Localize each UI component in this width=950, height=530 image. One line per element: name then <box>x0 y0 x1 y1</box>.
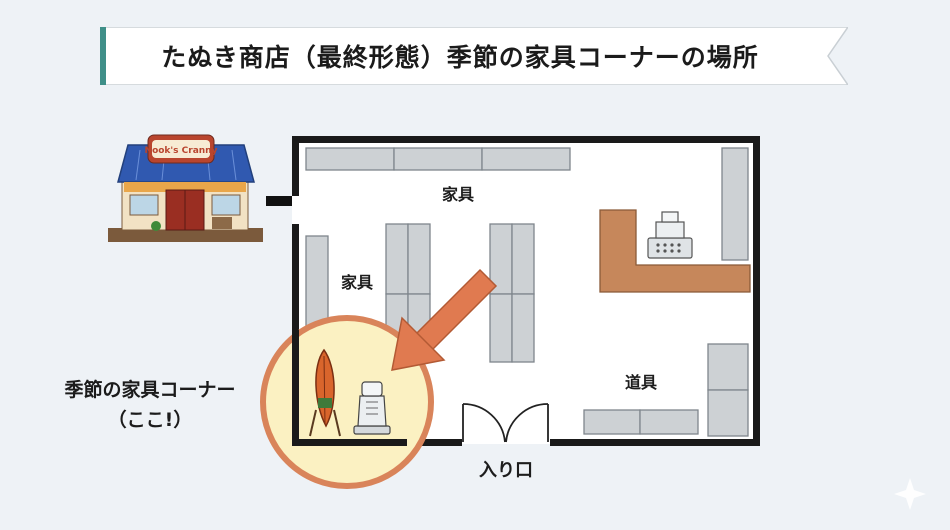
seasonal-corner-label-line2: （ここ!） <box>107 409 193 431</box>
shelf-island-b2 <box>511 223 535 295</box>
shelf-island-a4 <box>407 293 431 363</box>
title-banner: たぬき商店（最終形態）季節の家具コーナーの場所 <box>100 27 848 85</box>
shelf-tools-1 <box>583 409 641 435</box>
entrance-doors <box>462 403 549 443</box>
label-furniture-top: 家具 <box>442 185 474 204</box>
shop-sign: Nook's Cranny <box>145 146 218 156</box>
seasonal-corner-label: 季節の家具コーナー （ここ!） <box>30 375 270 435</box>
shelf-right-top <box>721 147 749 261</box>
floor-walls <box>292 136 760 446</box>
shelves <box>305 147 749 437</box>
seasonal-corner-highlight <box>260 315 434 489</box>
shelf-right-bottom-1 <box>707 343 749 391</box>
floor-area <box>292 138 758 444</box>
shelf-top-1 <box>305 147 395 171</box>
shelf-left-wall <box>305 235 329 327</box>
sparkle-icon <box>894 478 926 510</box>
banner-shape <box>100 27 848 85</box>
shelf-top-2 <box>393 147 483 171</box>
shelf-island-b3 <box>489 293 513 363</box>
label-entrance: 入り口 <box>479 460 533 481</box>
shelf-right-bottom-2 <box>707 389 749 437</box>
shelf-top-3 <box>481 147 571 171</box>
shelf-tools-2 <box>639 409 699 435</box>
label-tools: 道具 <box>625 373 657 392</box>
seasonal-corner-label-line1: 季節の家具コーナー <box>64 379 236 401</box>
shelf-island-a2 <box>407 223 431 295</box>
page-title: たぬき商店（最終形態）季節の家具コーナーの場所 <box>161 43 759 72</box>
shelf-island-b4 <box>511 293 535 363</box>
heater-icon <box>353 381 391 435</box>
pointer-arrow <box>391 268 498 371</box>
shelf-island-a1 <box>385 223 409 295</box>
cash-register-icon <box>647 211 693 259</box>
entry-arrow <box>266 186 322 216</box>
corner-walls-in-circle <box>292 330 407 446</box>
checkout-counter <box>599 209 751 293</box>
label-furniture-left: 家具 <box>341 273 373 292</box>
shop-building-icon: Nook's Cranny <box>108 134 263 242</box>
shelf-island-a3 <box>385 293 409 363</box>
shelf-island-b1 <box>489 223 513 295</box>
surfboard-icon <box>309 348 341 437</box>
